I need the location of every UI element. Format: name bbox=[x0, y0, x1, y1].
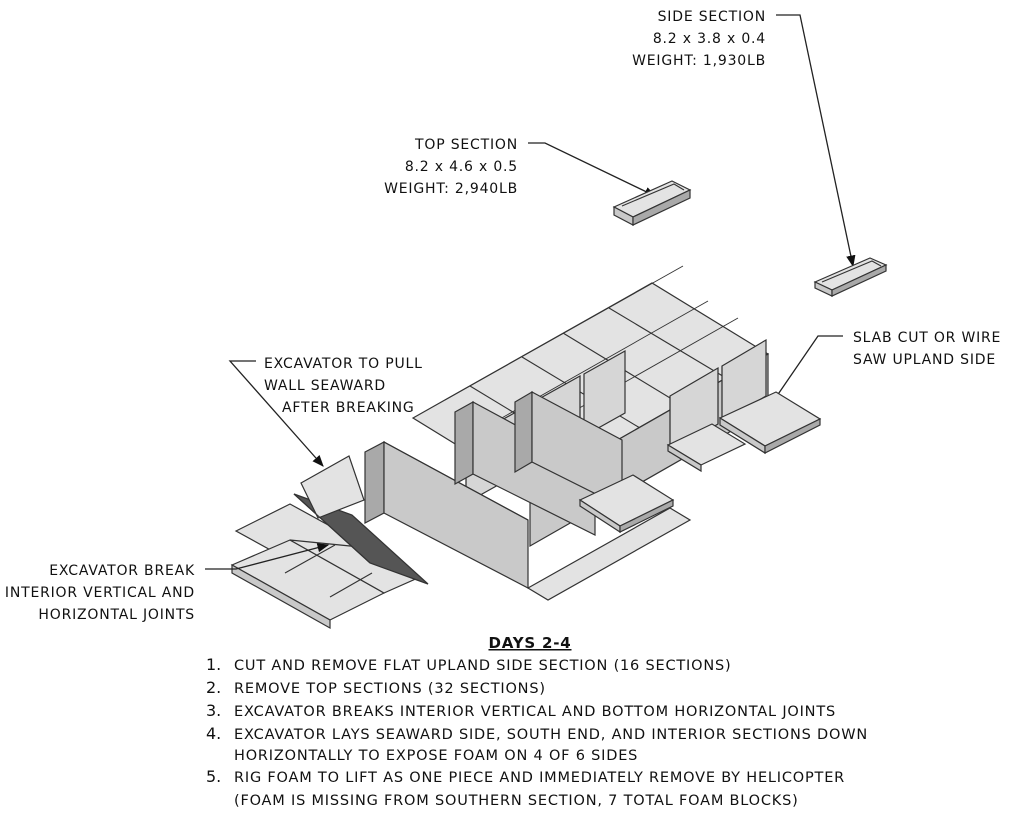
top-section-callout: TOP SECTION 8.2 x 4.6 x 0.5 WEIGHT: 2,94… bbox=[384, 137, 657, 197]
foam-box-structure bbox=[230, 265, 822, 630]
excavator-break-line1: EXCAVATOR BREAK bbox=[49, 563, 195, 579]
step-text: REMOVE TOP SECTIONS (32 SECTIONS) bbox=[234, 681, 546, 697]
excavator-break-line2: INTERIOR VERTICAL AND bbox=[5, 585, 195, 601]
step-number: 4. bbox=[206, 724, 221, 743]
top-section-block bbox=[612, 180, 692, 226]
step-text: EXCAVATOR BREAKS INTERIOR VERTICAL AND B… bbox=[234, 704, 836, 720]
slab-cut-line1: SLAB CUT OR WIRE bbox=[853, 330, 1001, 346]
slab-cut-line2: SAW UPLAND SIDE bbox=[853, 352, 996, 368]
side-section-title: SIDE SECTION bbox=[658, 9, 766, 25]
step-text-continued: HORIZONTALLY TO EXPOSE FOAM ON 4 OF 6 SI… bbox=[234, 748, 638, 764]
slab-cut-callout: SLAB CUT OR WIRE SAW UPLAND SIDE bbox=[769, 330, 1001, 407]
step-number: 1. bbox=[206, 655, 221, 674]
top-section-leader bbox=[528, 142, 657, 197]
excavator-break-leader bbox=[205, 543, 330, 570]
side-section-leader bbox=[776, 14, 856, 268]
excavator-pull-line2: WALL SEAWARD bbox=[264, 378, 386, 394]
excavator-pull-leader bbox=[228, 360, 324, 467]
step-text: EXCAVATOR LAYS SEAWARD SIDE, SOUTH END, … bbox=[234, 727, 868, 743]
step-number: 5. bbox=[206, 767, 221, 786]
slab-cut-leader bbox=[769, 335, 843, 407]
top-section-title: TOP SECTION bbox=[414, 137, 518, 153]
top-section-dims: 8.2 x 4.6 x 0.5 bbox=[405, 159, 518, 175]
excavator-pull-callout: EXCAVATOR TO PULL WALL SEAWARD AFTER BRE… bbox=[228, 356, 423, 467]
step-text-continued: (FOAM IS MISSING FROM SOUTHERN SECTION, … bbox=[234, 793, 799, 809]
excavator-break-line3: HORIZONTAL JOINTS bbox=[38, 607, 195, 623]
side-section-weight: WEIGHT: 1,930LB bbox=[632, 53, 766, 69]
top-section-weight: WEIGHT: 2,940LB bbox=[384, 181, 518, 197]
step-number: 3. bbox=[206, 701, 221, 720]
side-section-dims: 8.2 x 3.8 x 0.4 bbox=[653, 31, 766, 47]
excavator-pull-line3: AFTER BREAKING bbox=[282, 400, 415, 416]
step-number: 2. bbox=[206, 678, 221, 697]
step-text: CUT AND REMOVE FLAT UPLAND SIDE SECTION … bbox=[234, 658, 731, 674]
step-text: RIG FOAM TO LIFT AS ONE PIECE AND IMMEDI… bbox=[234, 770, 845, 786]
notes-heading: DAYS 2-4 bbox=[488, 634, 571, 652]
excavator-pull-line1: EXCAVATOR TO PULL bbox=[264, 356, 423, 372]
excavator-break-callout: EXCAVATOR BREAK INTERIOR VERTICAL AND HO… bbox=[5, 543, 330, 623]
notes-block: DAYS 2-4 1. CUT AND REMOVE FLAT UPLAND S… bbox=[206, 634, 868, 809]
side-section-callout: SIDE SECTION 8.2 x 3.8 x 0.4 WEIGHT: 1,9… bbox=[632, 9, 856, 268]
side-section-block bbox=[813, 257, 888, 297]
